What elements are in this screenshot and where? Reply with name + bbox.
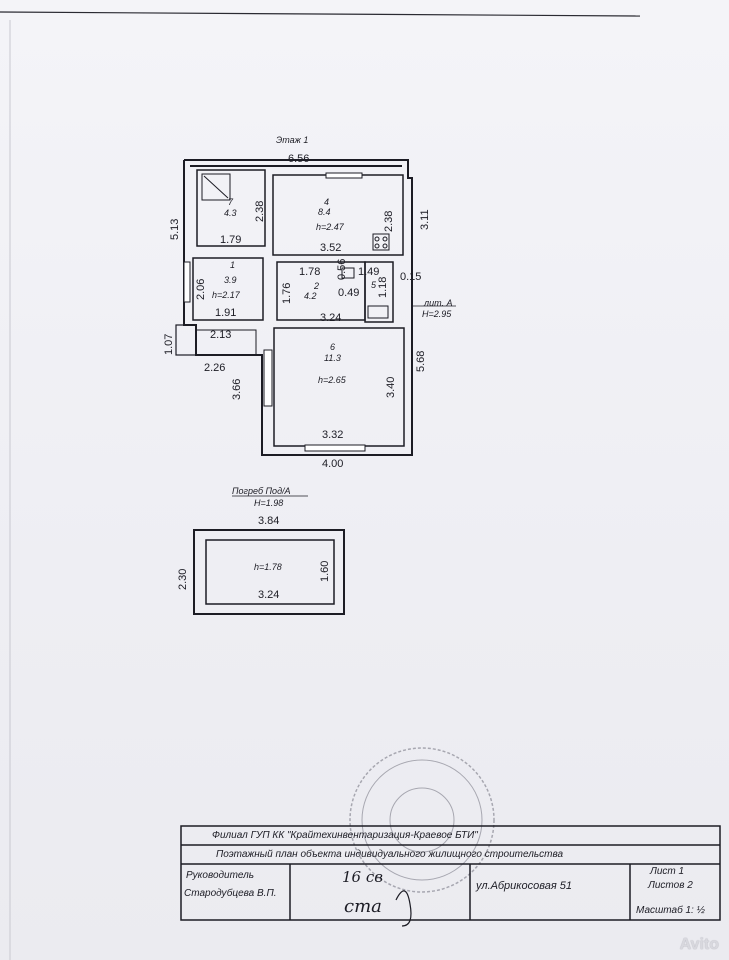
dim-bottom-width: 4.00 <box>322 458 343 470</box>
cellar-title: Погреб Под/А <box>232 486 291 496</box>
signature <box>395 890 412 927</box>
dim-right-height: 3.11 <box>419 209 431 230</box>
title-org: Филиал ГУП КК "Крайтехинвентаризация-Кра… <box>212 830 478 841</box>
room1-area: 3.9 <box>224 275 237 285</box>
room6-area: 11.3 <box>324 353 341 363</box>
title-scale: Масштаб 1: ½ <box>636 905 705 916</box>
dim-340: 3.40 <box>385 377 397 398</box>
room4-area: 8.4 <box>318 207 331 217</box>
dim-room1-width: 1.91 <box>215 307 236 319</box>
room1-number: 1 <box>230 260 235 270</box>
title-address: ул.Абрикосовая 51 <box>476 880 572 892</box>
title-sheets: Листов 2 <box>648 880 693 891</box>
cellar-outer-height: 2.30 <box>177 569 189 590</box>
dim-332: 3.32 <box>322 429 343 441</box>
room5-number: 5 <box>371 280 377 290</box>
title-head-name: Стародубцева В.П. <box>184 888 277 899</box>
dim-room4-width: 3.52 <box>320 242 341 254</box>
dim-top-width: 6.56 <box>288 153 309 165</box>
room1-height: h=2.17 <box>212 290 241 300</box>
title-plan: Поэтажный план объекта индивидуального ж… <box>216 849 564 860</box>
room2-area: 4.2 <box>304 291 317 301</box>
dim-015: 0.15 <box>400 271 421 283</box>
lit-height: H=2.95 <box>422 309 452 319</box>
dim-568: 5.68 <box>415 351 427 372</box>
dim-room7-height: 2.38 <box>254 201 266 222</box>
room6-number: 6 <box>330 342 335 352</box>
dim-213: 2.13 <box>210 329 231 341</box>
title-sheet: Лист 1 <box>650 866 685 877</box>
dim-left-height: 5.13 <box>169 219 181 240</box>
title-block-frame <box>180 825 721 921</box>
avito-watermark: Avito <box>679 936 719 953</box>
cellar-outer-width: 3.84 <box>258 515 279 527</box>
lit-label: лит. А <box>423 298 452 308</box>
room7-number: 7 <box>228 197 234 207</box>
dim-049: 0.49 <box>338 287 359 299</box>
floor-title: Этаж 1 <box>276 135 308 145</box>
room4-height: h=2.47 <box>316 222 345 232</box>
dim-room4-height: 2.38 <box>383 211 395 232</box>
room6-height: h=2.65 <box>318 375 347 385</box>
room7-area: 4.3 <box>224 208 237 218</box>
room4-number: 4 <box>324 197 329 207</box>
dim-226: 2.26 <box>204 362 225 374</box>
round-stamp <box>349 747 495 893</box>
dim-366: 3.66 <box>231 379 243 400</box>
dim-324: 3.24 <box>320 312 341 324</box>
handwritten-date: 16 св <box>342 868 383 886</box>
dim-118: 1.18 <box>377 277 389 298</box>
title-head-role: Руководитель <box>186 870 255 881</box>
dim-room1-height: 2.06 <box>195 279 207 300</box>
dim-149: 1.49 <box>358 266 379 278</box>
handwritten-signature-text: ста <box>344 896 382 917</box>
dim-056: 0.56 <box>336 259 348 280</box>
cellar-height: H=1.98 <box>254 498 283 508</box>
room2-number: 2 <box>313 281 319 291</box>
cellar-inner-width: 3.24 <box>258 589 279 601</box>
dim-room7-width: 1.79 <box>220 234 241 246</box>
dim-corridor-width: 1.78 <box>299 266 320 278</box>
cellar-inner-height: 1.60 <box>319 561 331 582</box>
dim-corridor-height: 1.76 <box>281 283 293 304</box>
dim-107: 1.07 <box>163 334 175 355</box>
cellar-inner-height-label: h=1.78 <box>254 562 282 572</box>
